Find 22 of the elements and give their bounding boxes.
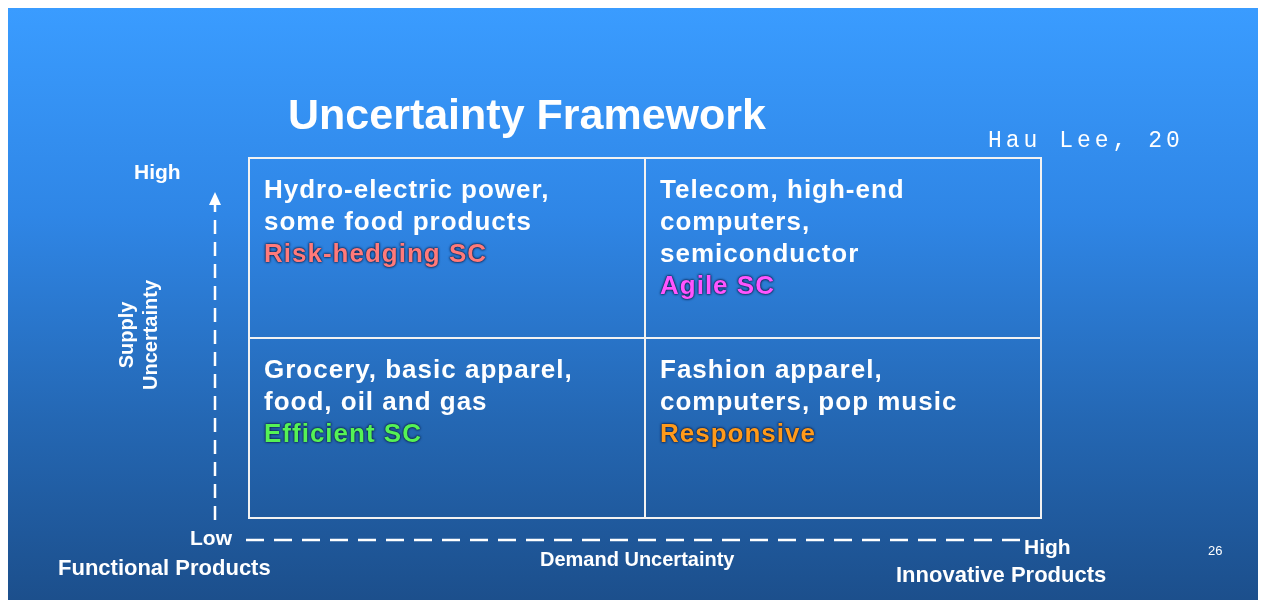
strategy-label: Agile SC bbox=[660, 269, 776, 301]
axis-title: Supply Uncertainty bbox=[114, 280, 162, 390]
axis-label: High bbox=[1024, 535, 1071, 559]
slide-number: 26 bbox=[1208, 543, 1223, 558]
product-examples: Fashion apparel, computers, pop music bbox=[660, 353, 959, 417]
axis-label: Innovative Products bbox=[896, 562, 1107, 588]
quadrant-box bbox=[248, 157, 646, 339]
product-examples: Hydro-electric power, some food products bbox=[264, 173, 551, 237]
quadrant-box bbox=[644, 157, 1042, 339]
product-examples: Grocery, basic apparel, food, oil and gas bbox=[264, 353, 574, 417]
axis-label: High bbox=[134, 160, 181, 184]
quadrant-box bbox=[248, 337, 646, 519]
quadrant-box bbox=[644, 337, 1042, 519]
strategy-label: Efficient SC bbox=[264, 417, 423, 449]
axis-title: Demand Uncertainty bbox=[540, 548, 735, 571]
title: Uncertainty Framework bbox=[288, 90, 766, 139]
axis-label: Low bbox=[190, 526, 232, 550]
attribution: Hau Lee, 20 bbox=[988, 128, 1184, 154]
product-examples: Telecom, high-end computers, semiconductor bbox=[660, 173, 906, 269]
strategy-label: Risk-hedging SC bbox=[264, 237, 488, 269]
strategy-label: Responsive bbox=[660, 417, 817, 449]
axis-label: Functional Products bbox=[58, 555, 271, 581]
